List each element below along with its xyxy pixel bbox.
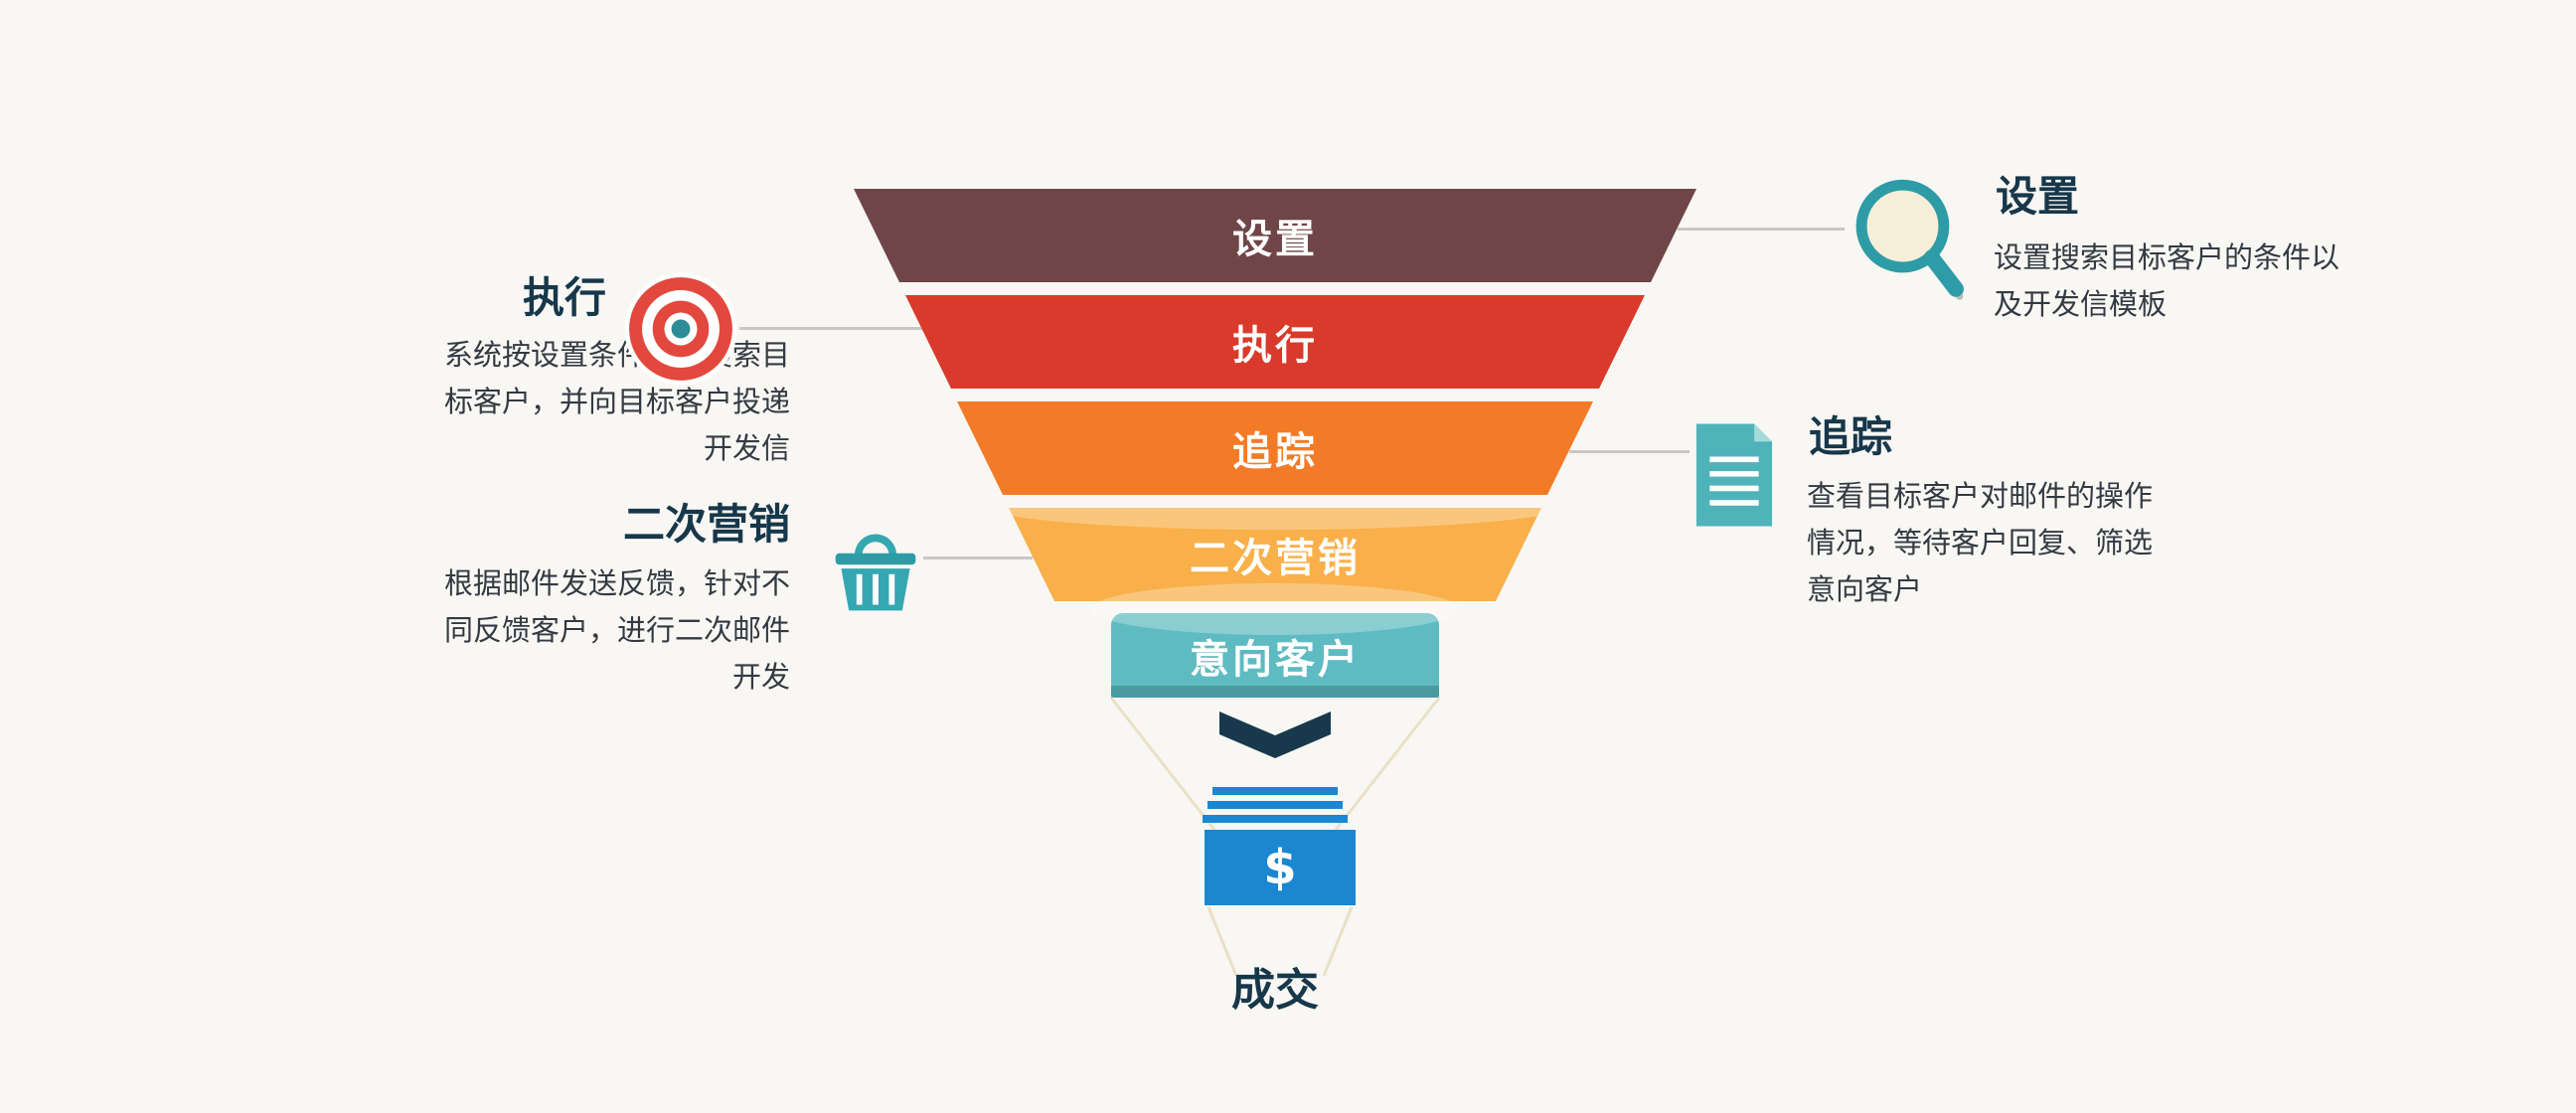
connector-line-exec — [739, 327, 922, 330]
stack-line — [1212, 787, 1338, 795]
annotation-desc-track: 查看目标客户对邮件的操作 情况，等待客户回复、筛选 意向客户 — [1807, 479, 2154, 606]
ribbon-chevron — [1219, 712, 1331, 758]
connector-line-setup — [1678, 228, 1845, 231]
stack-line — [1203, 815, 1348, 823]
connector-line-track — [1569, 450, 1690, 453]
funnel-layer-label: 执行 — [1232, 323, 1318, 369]
connector-line-remarket — [923, 556, 1033, 559]
stem-outline-right — [1334, 697, 1441, 831]
funnel-layer-exec: 执行 — [905, 295, 1645, 389]
annotation-title-remarket: 二次营销 — [622, 500, 790, 549]
layer-highlight — [1009, 508, 1541, 530]
stem-outline-bottom-left — [1207, 906, 1238, 977]
layer-highlight — [1091, 583, 1459, 635]
annotation-desc-remarket: 根据邮件发送反馈，针对不 同反馈客户，进行二次邮件 开发 — [443, 566, 790, 694]
stem-outline-left — [1109, 697, 1216, 831]
funnel-layer-label: 设置 — [1232, 217, 1318, 262]
document-icon — [1690, 419, 1779, 535]
funnel-layer-setup: 设置 — [854, 189, 1696, 282]
magnifier-icon — [1845, 173, 1978, 316]
basket-icon — [828, 523, 923, 622]
funnel-layer-track: 追踪 — [957, 401, 1593, 495]
funnel-layer-label: 二次营销 — [1190, 536, 1361, 581]
stack-line — [1208, 801, 1343, 809]
funnel-layer-remarket: 二次营销 — [1009, 508, 1541, 601]
target-icon — [622, 270, 739, 392]
funnel-outcome-stem: $ — [1109, 697, 1441, 977]
deal-label: 成交 — [1231, 965, 1319, 1016]
funnel-layer-label: 追踪 — [1232, 429, 1318, 475]
funnel-layer-intent: 意向客户 — [1091, 583, 1459, 698]
annotation-title-track: 追踪 — [1809, 412, 1893, 461]
stem-outline-bottom-right — [1322, 906, 1354, 977]
annotation-desc-setup: 设置搜索目标客户的条件以 及开发信模板 — [1994, 240, 2340, 321]
annotation-title-setup: 设置 — [1996, 172, 2080, 221]
annotation-title-exec: 执行 — [522, 273, 606, 322]
funnel-layer-label: 意向客户 — [1190, 636, 1361, 683]
money-box — [1205, 830, 1356, 905]
dollar-symbol: $ — [1263, 840, 1296, 895]
